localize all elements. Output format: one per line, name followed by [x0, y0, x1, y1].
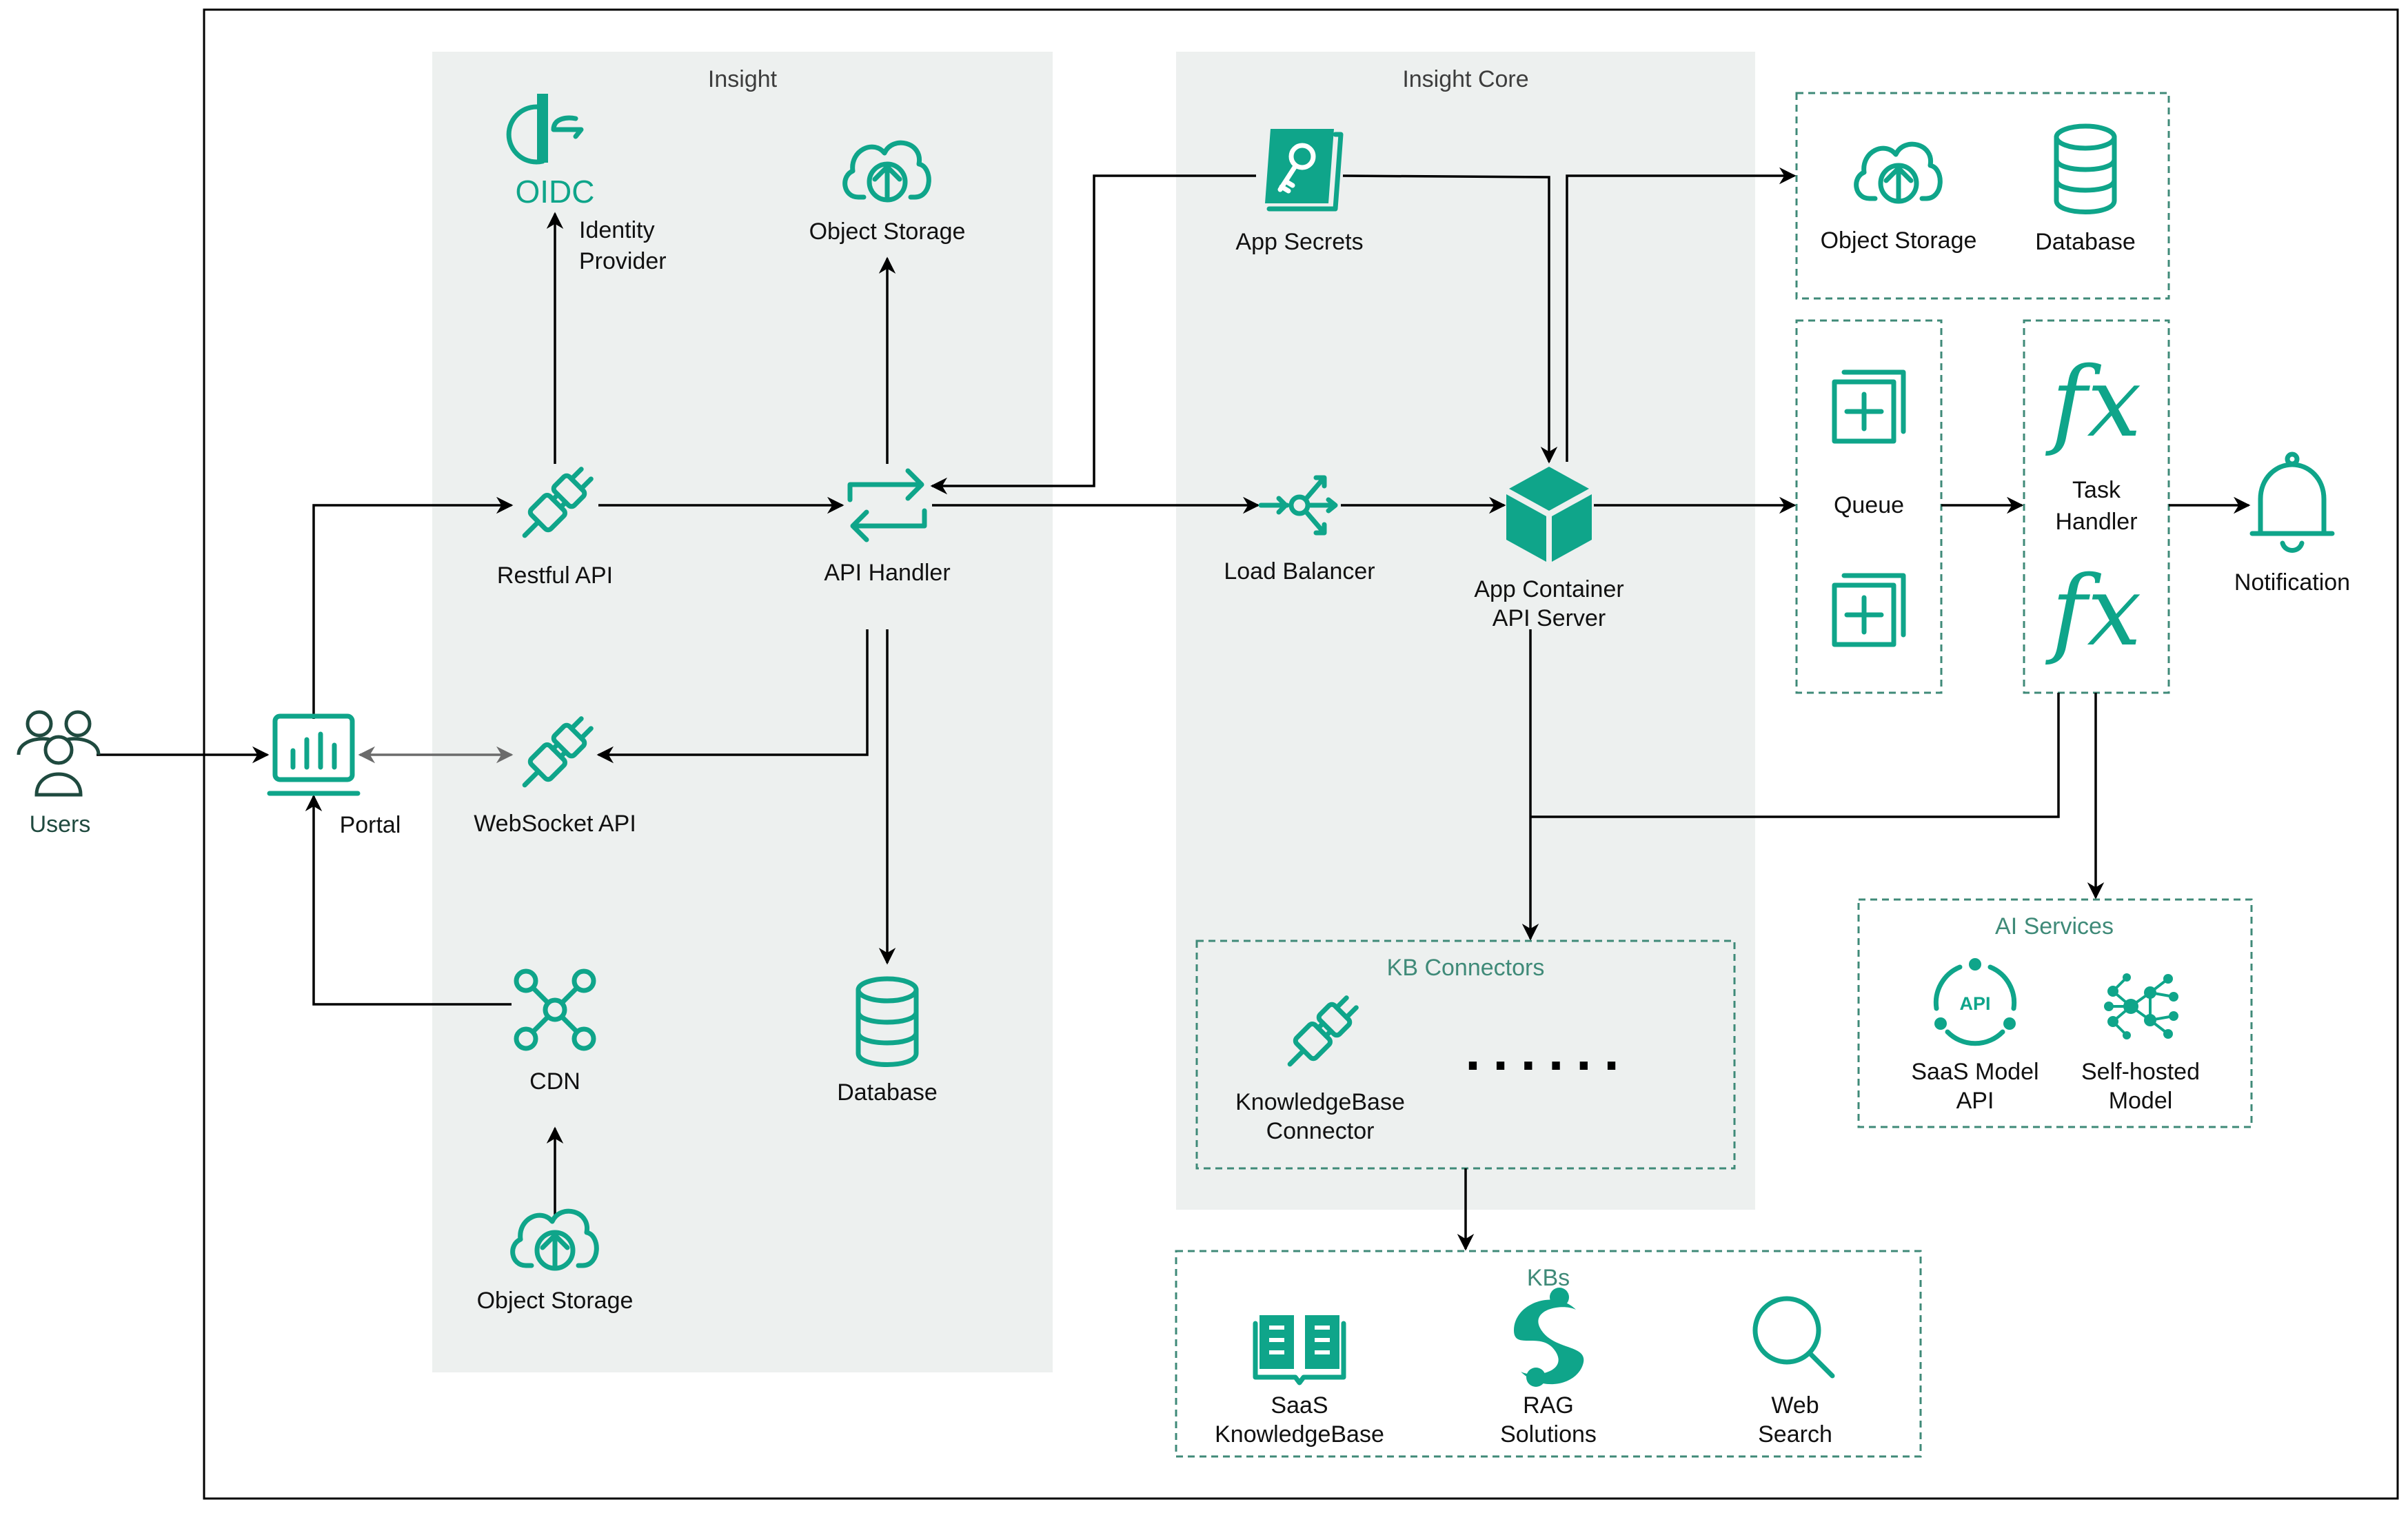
arrows-exchange-icon [847, 468, 927, 542]
edge-task-kbconn [1530, 693, 2060, 818]
kbs-title: KBs [1527, 1265, 1570, 1291]
oidc-icon: OIDC [506, 94, 595, 210]
identity-provider-label-2: Provider [579, 248, 667, 274]
websocket-api-label: WebSocket API [474, 811, 636, 837]
portal-label: Portal [340, 812, 401, 838]
queue-group [1795, 319, 1943, 694]
bell-icon [2249, 451, 2335, 553]
web-search-label-1: Web [1771, 1392, 1819, 1419]
api-cycle-icon: API [1933, 958, 2017, 1046]
api-handler-label: API Handler [824, 560, 950, 586]
database-insight-label: Database [837, 1079, 938, 1106]
task-handler-label-2: Handler [2055, 509, 2137, 535]
kb-more-ellipsis: ...... [1465, 1020, 1631, 1082]
edge-handler-websocket [596, 629, 869, 764]
neural-network-icon [2104, 973, 2178, 1039]
identity-provider-label-1: Identity [579, 217, 655, 243]
object-storage-core-label: Object Storage [1821, 227, 1977, 254]
cdn-label: CDN [529, 1068, 580, 1095]
open-book-icon [1253, 1315, 1346, 1385]
object-storage-cdn-label: Object Storage [477, 1288, 634, 1314]
core-storage-group [1795, 92, 2170, 300]
kbs-group [1175, 1250, 1922, 1458]
plug-icon [1287, 995, 1359, 1067]
restful-api-label: Restful API [497, 562, 613, 589]
api-badge-text: API [1959, 993, 1990, 1014]
database-icon [856, 976, 919, 1067]
insight-core-panel [1176, 52, 1755, 1210]
saas-kb-label-2: KnowledgeBase [1215, 1421, 1384, 1448]
function-icon: fx [2045, 556, 2142, 668]
kb-connector-label-2: Connector [1266, 1118, 1375, 1144]
rag-s-icon [1514, 1288, 1584, 1387]
cloud-upload-icon [1854, 141, 1943, 204]
ai-services-title: AI Services [1995, 913, 2114, 940]
monitor-chart-icon [267, 713, 361, 796]
network-hub-icon [514, 968, 596, 1051]
rag-label-1: RAG [1523, 1392, 1574, 1419]
saas-kb-label-1: SaaS [1271, 1392, 1328, 1419]
load-balancer-icon [1258, 475, 1338, 536]
plug-icon [522, 716, 594, 788]
edge-container-storage [1566, 167, 1797, 462]
insight-core-group-title: Insight Core [1402, 66, 1528, 92]
saas-model-label-1: SaaS Model [1911, 1059, 2038, 1085]
edge-cdn-portal [305, 794, 512, 1006]
magnifier-icon [1752, 1296, 1835, 1379]
oidc-text: OIDC [516, 174, 595, 210]
users-icon [17, 710, 101, 797]
key-book-icon [1265, 129, 1344, 212]
cube-icon [1506, 467, 1592, 562]
saas-model-label-2: API [1956, 1088, 1994, 1114]
cloud-upload-icon [842, 140, 931, 203]
kb-connector-label-1: KnowledgeBase [1235, 1089, 1405, 1115]
edge-secrets-container [1342, 174, 1558, 464]
users-label: Users [30, 811, 91, 837]
database-icon [2054, 123, 2117, 214]
insight-group-title: Insight [708, 66, 778, 92]
app-container-label-1: App Container [1474, 576, 1623, 602]
object-storage-insight-label: Object Storage [809, 219, 966, 245]
notification-label: Notification [2234, 569, 2350, 596]
kb-connectors-title: KB Connectors [1387, 955, 1545, 981]
web-search-label-2: Search [1758, 1421, 1832, 1448]
queue-label: Queue [1834, 492, 1904, 518]
plug-icon [522, 467, 594, 538]
database-core-label: Database [2035, 229, 2136, 255]
self-hosted-label-1: Self-hosted [2081, 1059, 2200, 1085]
rag-label-2: Solutions [1500, 1421, 1597, 1448]
edge-portal-restful [312, 496, 514, 719]
function-icon: fx [2045, 347, 2142, 459]
queue-icon [1832, 573, 1906, 647]
app-container-label-2: API Server [1493, 605, 1606, 631]
load-balancer-label: Load Balancer [1224, 558, 1375, 585]
cloud-upload-icon [510, 1208, 599, 1271]
self-hosted-label-2: Model [2109, 1088, 2173, 1114]
edge-secrets-handler [930, 174, 1256, 495]
ai-services-group [1857, 898, 2253, 1128]
app-secrets-label: App Secrets [1235, 229, 1363, 255]
queue-icon [1832, 369, 1906, 444]
task-handler-label-1: Task [2072, 477, 2121, 503]
insight-panel [432, 52, 1053, 1372]
